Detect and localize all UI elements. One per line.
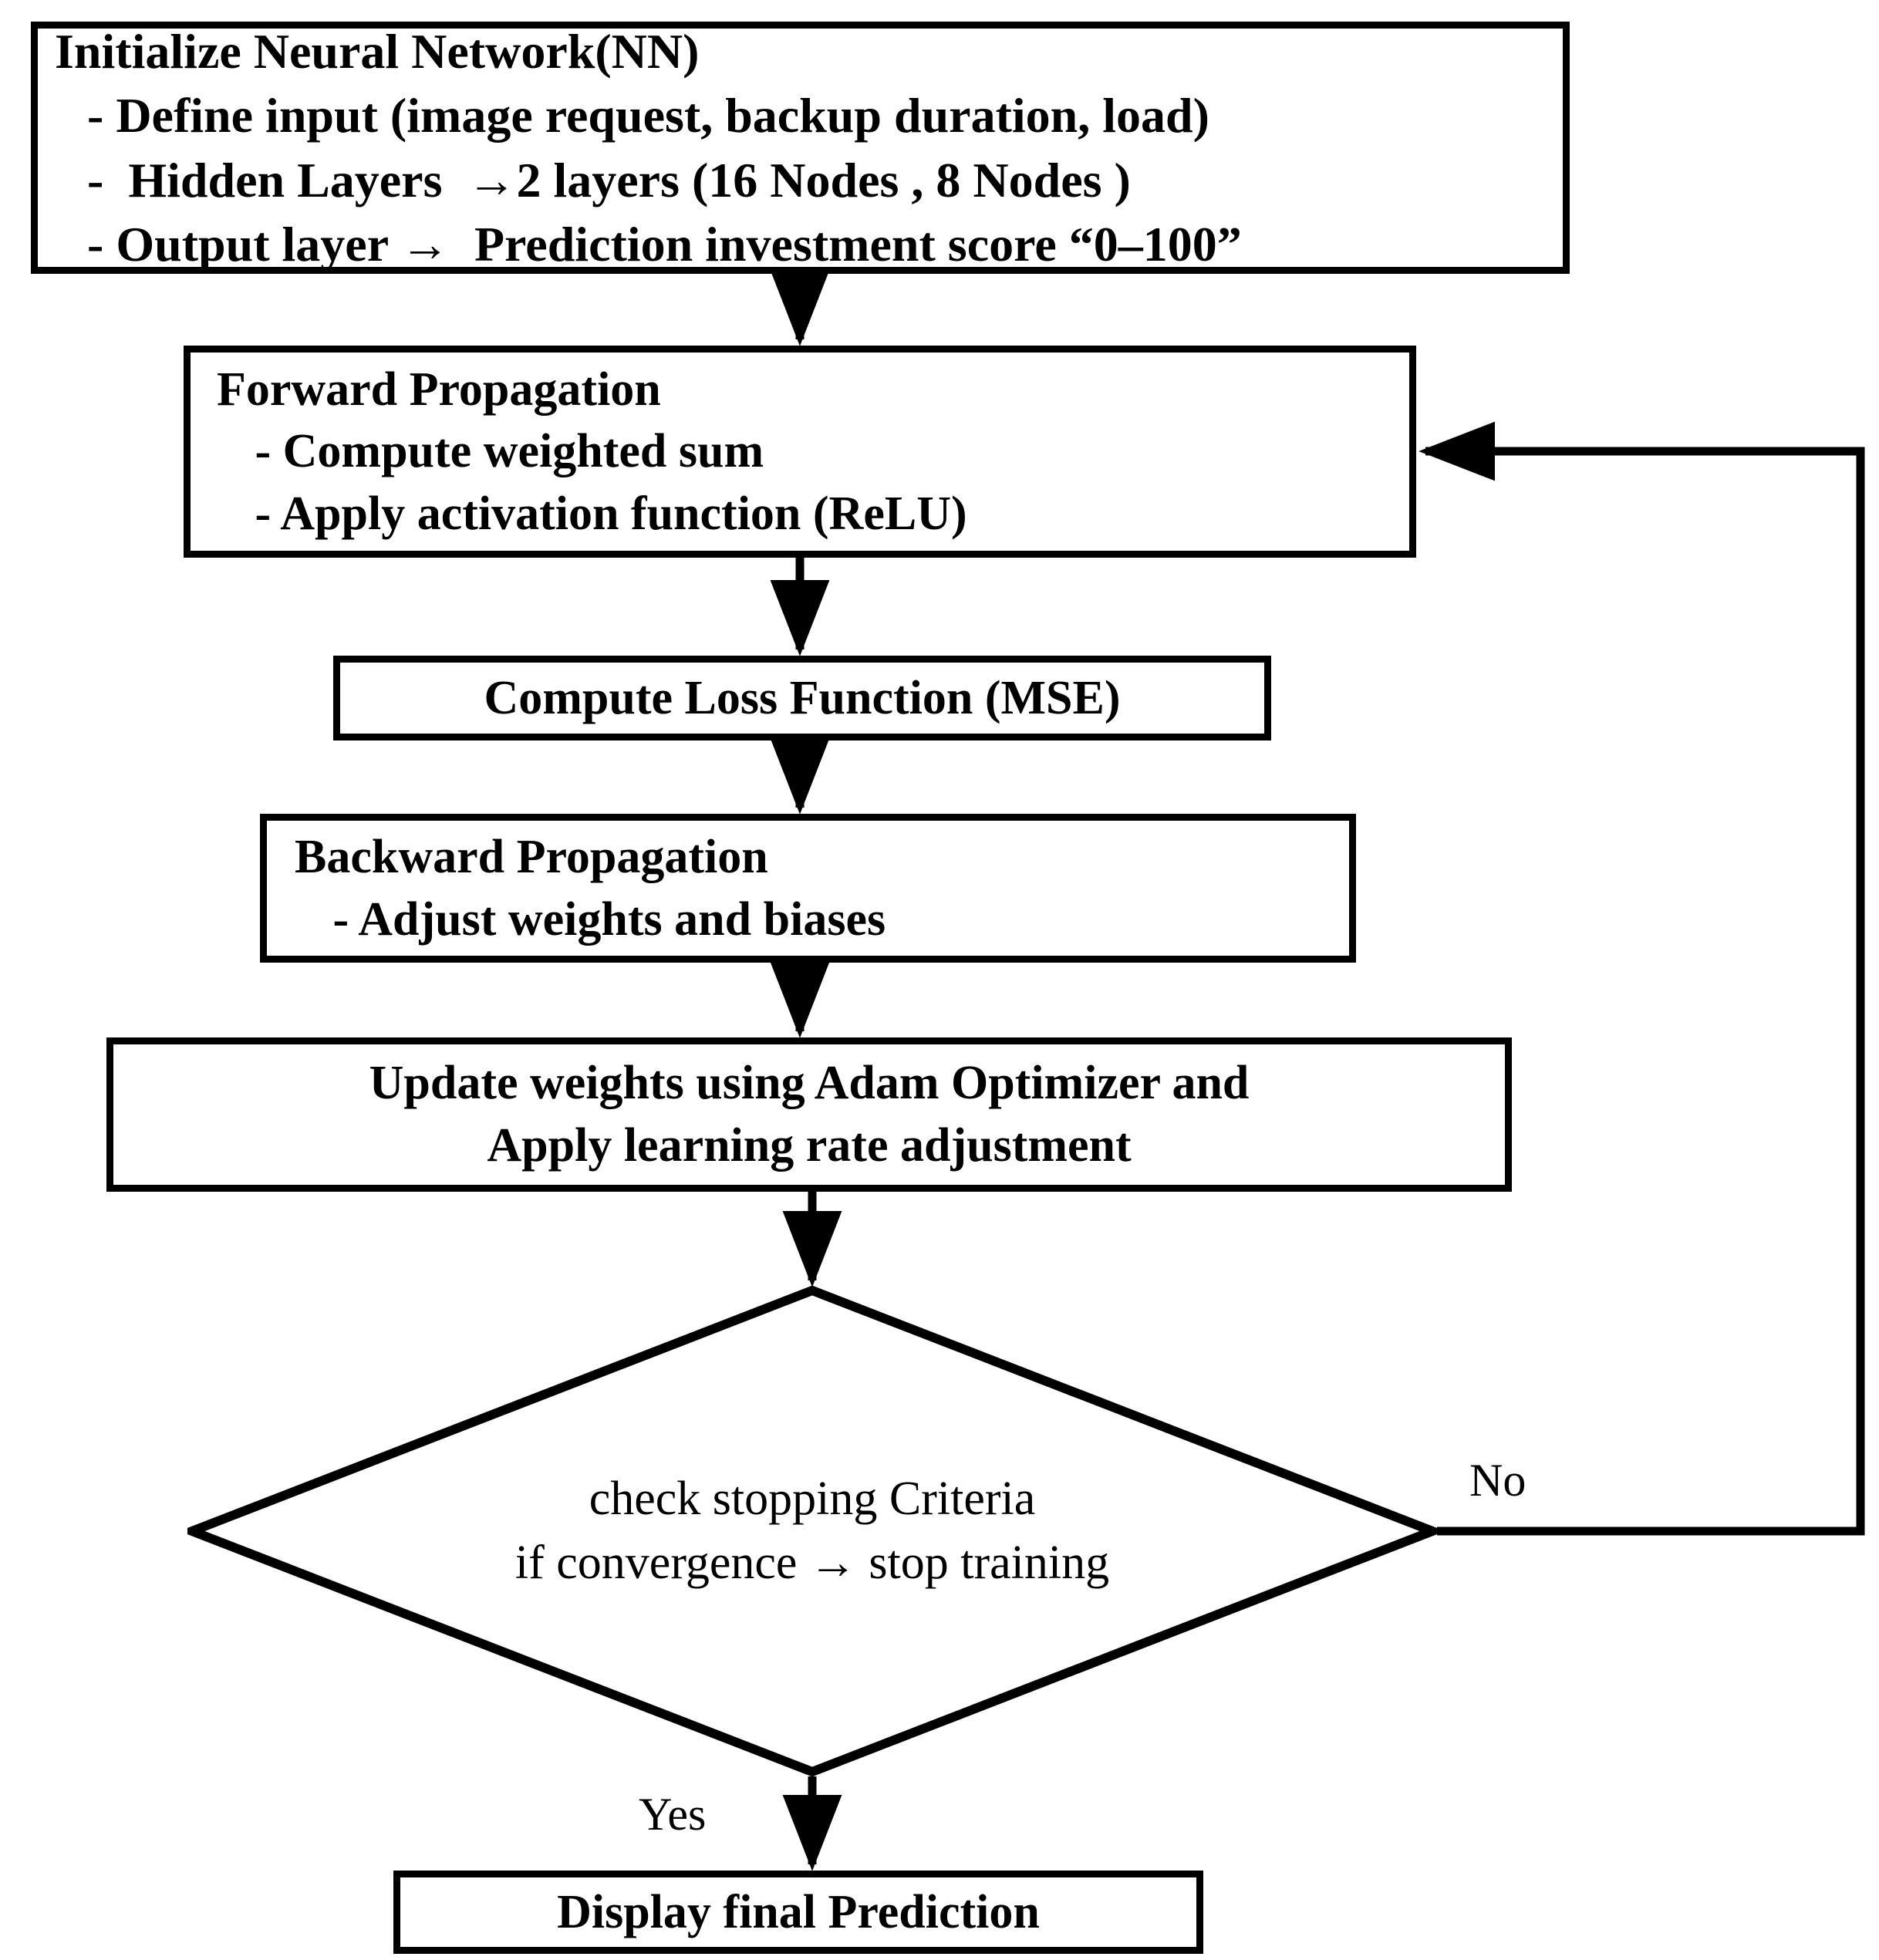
node-initialize-neural-network[interactable]: Initialize Neural Network(NN) - Define i… bbox=[31, 22, 1570, 274]
edge-label-yes: Yes bbox=[639, 1789, 707, 1840]
node-line: - Hidden Layers →2 layers (16 Nodes , 8 … bbox=[75, 152, 1131, 207]
node-line: - Compute weighted sum bbox=[243, 425, 764, 478]
edge-label-no: No bbox=[1469, 1455, 1526, 1506]
node-line: Forward Propagation bbox=[217, 363, 661, 416]
node-line: Update weights using Adam Optimizer and bbox=[369, 1057, 1250, 1110]
node-line: - Output layer → Prediction investment s… bbox=[75, 216, 1242, 272]
node-line: Initialize Neural Network(NN) bbox=[55, 24, 700, 79]
node-line: - Apply activation function (ReLU) bbox=[243, 487, 967, 540]
node-backward-propagation[interactable]: Backward Propagation - Adjust weights an… bbox=[260, 814, 1356, 963]
node-line: Compute Loss Function (MSE) bbox=[484, 671, 1121, 724]
node-line: Display final Prediction bbox=[557, 1885, 1040, 1938]
node-line: - Define input (image request, backup du… bbox=[75, 88, 1209, 143]
node-check-stopping-criteria[interactable]: check stopping Criteria if convergence →… bbox=[187, 1286, 1437, 1776]
node-line: - Adjust weights and biases bbox=[321, 892, 886, 946]
diamond-shape bbox=[187, 1286, 1437, 1776]
node-compute-loss-function[interactable]: Compute Loss Function (MSE) bbox=[333, 656, 1271, 740]
node-display-final-prediction[interactable]: Display final Prediction bbox=[393, 1871, 1203, 1954]
node-line: Backward Propagation bbox=[295, 830, 768, 883]
edge-decision-no-loop bbox=[1419, 421, 1865, 1536]
node-line: Apply learning rate adjustment bbox=[487, 1119, 1132, 1172]
node-forward-propagation[interactable]: Forward Propagation - Compute weighted s… bbox=[184, 346, 1416, 558]
node-update-weights-adam-optimizer[interactable]: Update weights using Adam Optimizer and … bbox=[106, 1037, 1512, 1192]
